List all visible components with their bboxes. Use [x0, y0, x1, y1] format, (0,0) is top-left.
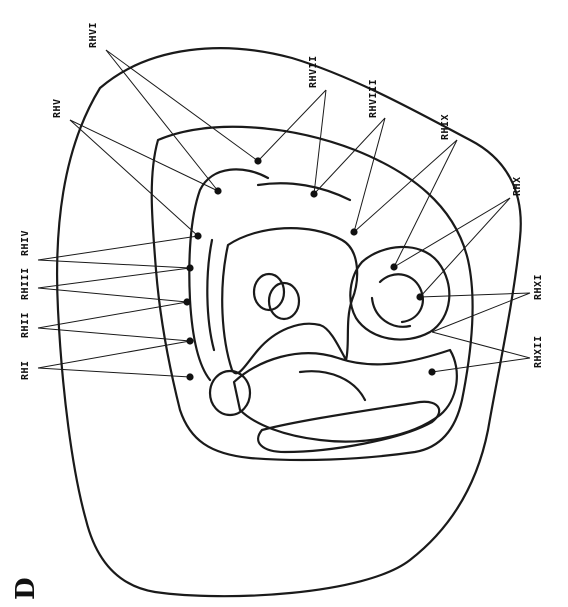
point-rhii [186, 337, 193, 344]
label-rhii: RHII [20, 312, 31, 338]
point-rhxi [416, 293, 423, 300]
label-rhi: RHI [20, 360, 31, 380]
lower-ridge [300, 371, 365, 400]
label-rhvi: RHVI [88, 22, 99, 48]
label-rhxii: RHXII [533, 335, 544, 368]
middle-outline [152, 127, 473, 460]
label-rhiii: RHIII [20, 267, 31, 300]
leader-lines [38, 50, 530, 377]
label-rhix: RHIX [440, 114, 451, 140]
upper-arc [258, 183, 350, 200]
region-labels: RHI RHII RHIII RHIV RHV RHVI RHVII RHVII… [20, 22, 544, 380]
point-rhiii [183, 298, 190, 305]
right-lobe-inner [380, 274, 423, 322]
outer-outline [57, 48, 521, 596]
point-rhx [390, 263, 397, 270]
panel-letter: D [11, 577, 41, 600]
label-rhv: RHV [52, 98, 63, 118]
small-oval [210, 371, 250, 415]
region-points [183, 157, 435, 380]
central-structure [222, 228, 357, 373]
point-rhvii [254, 157, 261, 164]
label-rhx: RHX [512, 176, 523, 196]
label-rhviii: RHVIII [368, 79, 379, 118]
label-rhiv: RHIV [20, 230, 31, 256]
point-rhvi [214, 187, 221, 194]
label-rhxi: RHXI [533, 274, 544, 300]
elongated-oval [258, 402, 439, 452]
label-rhvii: RHVII [308, 55, 319, 88]
point-rhxii [428, 368, 435, 375]
inner-band-arc [207, 240, 214, 350]
point-rhiv [186, 264, 193, 271]
point-rhviii [310, 190, 317, 197]
point-rhix [350, 228, 357, 235]
point-rhv [194, 232, 201, 239]
inner-band-outline [189, 169, 268, 380]
point-rhi [186, 373, 193, 380]
